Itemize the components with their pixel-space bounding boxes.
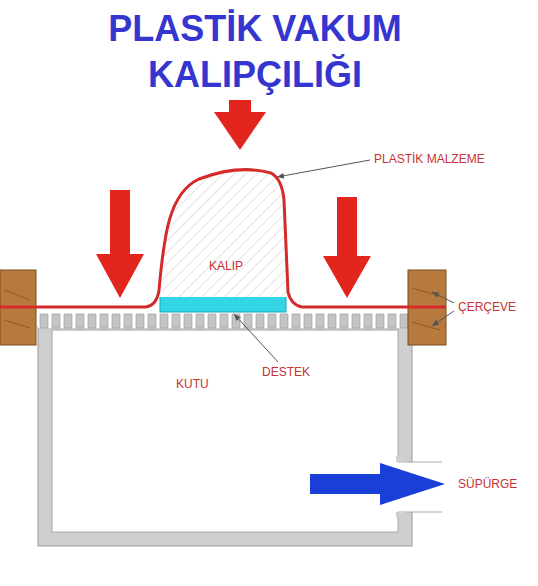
plate-slot [352, 314, 360, 328]
mold-region: KALIP [209, 259, 243, 273]
plate-slot [124, 314, 132, 328]
mold [158, 171, 287, 297]
plate-slot [364, 314, 372, 328]
plate-slot [268, 314, 276, 328]
leader-lines [234, 160, 454, 362]
plate-slot [400, 314, 408, 328]
plate-slot [256, 314, 264, 328]
plate-slot [304, 314, 312, 328]
title: PLASTİK VAKUM KALIPÇILIĞI [55, 6, 455, 98]
plate-slot [388, 314, 396, 328]
plate-slot [64, 314, 72, 328]
pressure-arrows [96, 100, 371, 298]
plate-slot [76, 314, 84, 328]
box-region: KUTU [176, 377, 209, 391]
support [160, 296, 286, 312]
part-label: KUTU [176, 377, 209, 391]
plate-slot [316, 314, 324, 328]
plate-slot [100, 314, 108, 328]
plate-slot [148, 314, 156, 328]
part-label: SÜPÜRGE [458, 477, 517, 491]
plate-slot [292, 314, 300, 328]
plate-slot [376, 314, 384, 328]
plate-slot [328, 314, 336, 328]
plate-slot [196, 314, 204, 328]
part-label: KALIP [209, 259, 243, 273]
plate-slot [136, 314, 144, 328]
suction-arrow [310, 463, 445, 505]
plate-slot [88, 314, 96, 328]
plate-slot [340, 314, 348, 328]
plate-slot [112, 314, 120, 328]
vacuum-box [38, 326, 442, 546]
plate-slot [172, 314, 180, 328]
plate-slot [220, 314, 228, 328]
perforated-plate [38, 312, 412, 328]
plate-slot [40, 314, 48, 328]
plastic-sheet [0, 170, 446, 307]
plate-slot [184, 314, 192, 328]
plate-slot [208, 314, 216, 328]
plate-slot [52, 314, 60, 328]
part-label: ÇERÇEVE [458, 300, 516, 314]
part-label: PLASTİK MALZEME [374, 152, 485, 166]
part-label: DESTEK [262, 365, 310, 379]
plate-slot [280, 314, 288, 328]
plate-ground [38, 312, 412, 328]
plate-slot [160, 314, 168, 328]
